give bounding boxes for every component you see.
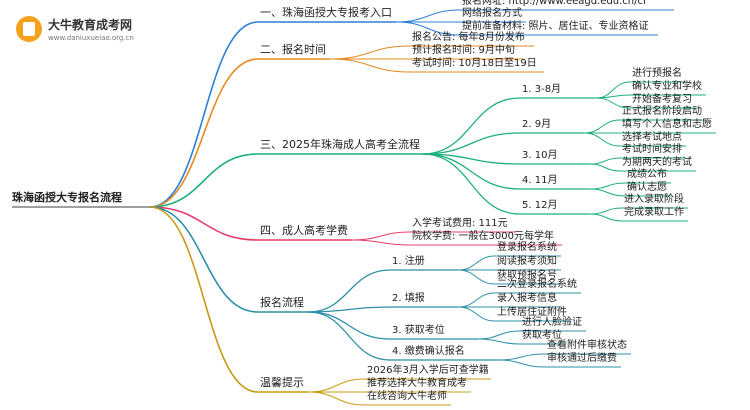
connector-line — [583, 132, 621, 147]
connector-line — [422, 153, 521, 215]
connector-line — [149, 58, 259, 208]
connector-line — [395, 21, 461, 36]
connector-line — [149, 206, 259, 393]
leaf-node: 2026年3月入学后可查学籍 — [367, 365, 489, 376]
leaf-node: 提前准备材料: 照片、居住证、专业资格证 — [462, 21, 649, 32]
leaf-node: 推荐选择大牛教育成考 — [367, 378, 467, 389]
leaf-node: 报名公告: 每年8月份发布 — [412, 32, 525, 43]
connector-line — [589, 207, 623, 215]
leaf-node: 进行预报名 — [632, 68, 682, 79]
connector-line — [497, 359, 546, 368]
book-badge-icon — [16, 16, 42, 42]
connector-line — [329, 58, 411, 73]
connector-line — [329, 45, 411, 60]
leaf-node: 确认专业和学校 — [632, 81, 702, 92]
connector-line — [307, 378, 366, 393]
connector-line — [422, 153, 521, 165]
connector-line — [589, 182, 626, 190]
group-node: 2. 9月 — [522, 119, 552, 130]
leaf-node: 填写个人信息和志愿 — [622, 119, 712, 130]
group-node: 4. 11月 — [522, 175, 558, 186]
connector-line — [395, 9, 461, 23]
leaf-node: 报名网址: http://www.eeagd.edu.cn/cr — [462, 0, 648, 7]
leaf-node: 预计报名时间: 9月中旬 — [412, 45, 515, 56]
branch-node: 报名流程 — [260, 296, 304, 309]
leaf-node: 正式报名阶段启动 — [622, 106, 702, 117]
leaf-node: 成绩公布 — [627, 169, 667, 180]
connector-line — [477, 330, 521, 340]
connector-line — [149, 206, 259, 241]
connector-line — [595, 94, 631, 99]
root-node: 珠海函授大专报名流程 — [12, 191, 122, 204]
group-node: 1. 3-8月 — [522, 84, 562, 95]
connector-line — [422, 153, 521, 190]
connector-line — [589, 213, 623, 222]
leaf-node: 阅读报考须知 — [497, 256, 557, 267]
connector-line — [149, 21, 259, 208]
leaf-node: 登录报名系统 — [497, 242, 557, 253]
leaf-node: 网络报名方式 — [462, 8, 522, 19]
connector-line — [595, 97, 631, 109]
logo-url: www.daniuxueiao.org.cn — [48, 34, 134, 42]
branch-node: 二、报名时间 — [260, 43, 326, 56]
connector-line — [351, 239, 411, 246]
leaf-node: 在线咨询大牛老师 — [367, 391, 447, 402]
leaf-node: 进行人脸验证 — [522, 317, 582, 328]
leaf-node: 获取预报名号 — [497, 270, 557, 281]
leaf-node: 院校学费: 一般在3000元每学年 — [412, 231, 554, 242]
group-node: 4. 缴费确认报名 — [392, 346, 465, 357]
branch-node: 四、成人高考学费 — [260, 224, 348, 237]
branch-node: 温馨提示 — [260, 376, 304, 389]
site-logo: 大牛教育成考网 www.daniuxueiao.org.cn — [16, 14, 146, 50]
leaf-node: 选择考试地点 — [622, 132, 682, 143]
leaf-node: 上传居住证附件 — [497, 307, 567, 318]
leaf-node: 确认志愿 — [627, 182, 667, 193]
connector-line — [422, 132, 521, 155]
leaf-node: 进入录取阶段 — [624, 194, 684, 205]
connector-line — [307, 269, 391, 313]
connector-line — [422, 97, 521, 155]
connector-line — [457, 306, 496, 322]
connector-line — [149, 206, 259, 313]
group-node: 1. 注册 — [392, 256, 425, 267]
connector-line — [149, 153, 259, 208]
leaf-node: 入学考试费用: 111元 — [412, 218, 508, 229]
group-node: 2. 填报 — [392, 293, 425, 304]
connector-line — [477, 338, 521, 345]
leaf-node: 完成录取工作 — [624, 207, 684, 218]
group-node: 3. 获取考位 — [392, 325, 445, 336]
leaf-node: 考试时间安排 — [622, 144, 682, 155]
leaf-node: 为期两天的考试 — [622, 157, 692, 168]
connector-line — [589, 188, 626, 197]
connector-line — [457, 255, 496, 271]
connector-line — [497, 353, 546, 361]
branch-node: 三、2025年珠海成人高考全流程 — [260, 138, 420, 151]
branch-node: 一、珠海函授大专报考入口 — [260, 6, 392, 19]
connector-line — [351, 231, 411, 241]
logo-name: 大牛教育成考网 — [48, 18, 133, 32]
group-node: 3. 10月 — [522, 150, 558, 161]
leaf-node: 获取考位 — [522, 330, 562, 341]
leaf-node: 审核通过后缴费 — [547, 353, 617, 364]
connector-line — [307, 311, 391, 340]
connector-line — [583, 119, 621, 134]
connector-line — [589, 163, 621, 172]
leaf-node: 查看附件审核状态 — [547, 340, 627, 351]
connector-line — [307, 306, 391, 313]
connector-line — [307, 391, 366, 406]
group-node: 5. 12月 — [522, 200, 558, 211]
connector-line — [307, 311, 391, 361]
connector-line — [457, 292, 496, 308]
leaf-node: 录入报考信息 — [497, 293, 557, 304]
leaf-node: 二次登录报名系统 — [497, 279, 577, 290]
connector-line — [589, 157, 621, 165]
connector-line — [457, 269, 496, 285]
leaf-node: 开始备考复习 — [632, 94, 692, 105]
leaf-node: 考试时间: 10月18日至19日 — [412, 58, 537, 69]
